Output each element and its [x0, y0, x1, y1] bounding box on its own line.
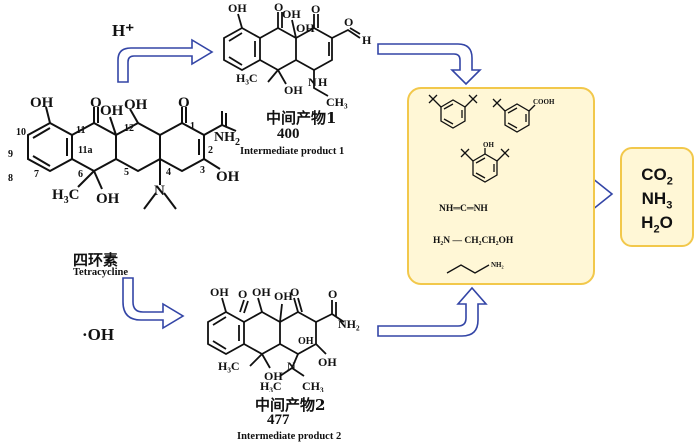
int2-atom-o-a: O	[238, 287, 247, 301]
pos-11a: 11a	[78, 145, 92, 156]
int2-atom-nh2: NH₂	[338, 317, 360, 331]
atom-oh-12: OH	[100, 103, 124, 119]
tetracycline-atom-labels: OH O OH OH O NH2 OH H3C OH N	[30, 95, 240, 207]
molecule-di-tert-butylphenol: OH	[460, 141, 510, 183]
molecule-propylamine: NH₂	[446, 261, 504, 274]
molecule-ethanolamine: H₂N — CH₂CH₂OH	[433, 236, 514, 246]
atom-o-11: O	[90, 95, 102, 111]
intermediate1-bonds	[223, 12, 361, 97]
label-cooh: COOH	[533, 98, 555, 106]
int1-atom-h3c: H₃C	[236, 71, 258, 85]
atom-h3c: H3C	[52, 187, 80, 206]
tetracycline-name-en: Tetracycline	[73, 267, 129, 278]
reagent-hydroxyl-radical: ·OH	[82, 325, 115, 344]
int2-atom-oh-d: OH	[298, 336, 314, 347]
pos-4: 4	[166, 167, 171, 178]
small-molecule-structures: COOH OH NH═C═NH H₂N — CH₂CH₂OH NH₂	[428, 94, 555, 274]
int1-atom-ch3: CH₃	[326, 95, 348, 109]
intermediate1-name-en: Intermediate product 1	[240, 146, 345, 157]
int2-atom-oh-a: OH	[252, 285, 271, 299]
tetracycline-bonds	[27, 106, 237, 210]
atom-oh-3: OH	[216, 169, 240, 185]
int2-atom-ch3-b: CH₃	[302, 379, 324, 392]
label-propylamine-nh2: NH₂	[491, 261, 504, 269]
atom-oh-6: OH	[96, 191, 120, 207]
intermediate2-name-en: Intermediate product 2	[237, 431, 342, 442]
int2-atom-o-c: O	[328, 287, 337, 301]
reagent-acid: H⁺	[112, 21, 135, 40]
int1-atom-o-ald: O	[344, 15, 353, 29]
int2-atom-ch3-a: H₃C	[260, 379, 282, 392]
pos-7: 7	[34, 169, 39, 180]
pos-10: 10	[16, 127, 26, 138]
pos-1: 1	[190, 121, 195, 132]
final-product-co2: CO2	[641, 165, 673, 188]
molecule-di-tert-butylbenzene	[428, 94, 478, 129]
int2-atom-oh-top: OH	[210, 285, 229, 299]
intermediate2-structure: OH O OH OH O O NH₂ OH OH H₃C OH N H₃C CH…	[207, 285, 360, 392]
intermediate2-name-cn: 中间产物2	[255, 396, 326, 414]
arrow-int1-to-products	[377, 43, 482, 86]
int2-atom-o-b: O	[290, 285, 299, 299]
int2-atom-oh-c: OH	[318, 355, 337, 369]
final-product-nh3: NH3	[641, 189, 673, 212]
final-product-h2o: H2O	[641, 213, 673, 236]
pos-6: 6	[78, 169, 83, 180]
intermediate2-atom-labels: OH O OH OH O O NH₂ OH OH H₃C OH N H₃C CH…	[210, 285, 360, 392]
int1-atom-o-ring: O	[311, 2, 320, 16]
tetracycline-name-cn: 四环素	[73, 251, 119, 269]
pos-12: 12	[124, 123, 134, 134]
int1-atom-oh-b: OH	[296, 21, 315, 35]
intermediate1-atom-labels: OH O OH OH O O H H₃C OH N H CH₃	[228, 2, 372, 109]
pos-5: 5	[124, 167, 129, 178]
int1-atom-h-ald: H	[362, 33, 372, 47]
intermediate2-mass: 477	[267, 412, 290, 428]
int1-atom-oh: OH	[284, 83, 303, 97]
label-phenol-oh: OH	[483, 141, 494, 149]
atom-nh2: NH2	[214, 130, 240, 148]
small-molecule-products-box	[407, 87, 595, 285]
intermediate1-mass: 400	[277, 126, 300, 142]
intermediate2-bonds	[207, 297, 345, 377]
pos-3: 3	[200, 165, 205, 176]
atom-oh-12a: OH	[124, 97, 148, 113]
tetracycline-position-numbers: 10 9 8 7 6 5 4 3 2 1 11 12 11a	[8, 121, 213, 184]
pos-9: 9	[8, 149, 13, 160]
pos-2: 2	[208, 145, 213, 156]
arrow-acid-pathway	[117, 38, 214, 83]
intermediate1-name-cn: 中间产物1	[266, 109, 337, 127]
arrow-radical-pathway	[122, 277, 185, 330]
int1-atom-n-h: H	[318, 75, 328, 89]
int1-atom-oh-a: OH	[282, 7, 301, 21]
final-mineralization-products: CO2 NH3 H2O	[620, 147, 694, 247]
int2-atom-oh-e: OH	[264, 369, 283, 383]
atom-o-1: O	[178, 95, 190, 111]
atom-oh-10: OH	[30, 95, 54, 111]
pos-11: 11	[76, 125, 85, 136]
arrow-int2-to-products	[377, 286, 488, 337]
pos-8: 8	[8, 173, 13, 184]
int2-atom-h3c: H₃C	[218, 359, 240, 373]
int1-atom-o: O	[274, 2, 283, 14]
atom-n-4: N	[154, 183, 165, 199]
int2-atom-oh-b: OH	[274, 289, 293, 303]
int1-atom-oh-top: OH	[228, 2, 247, 15]
molecule-tert-butylbenzoic-acid: COOH	[492, 98, 555, 133]
tetracycline-structure: OH O OH OH O NH2 OH H3C OH N 10 9 8 7 6 …	[8, 95, 240, 210]
int1-atom-n: N	[308, 75, 317, 89]
intermediate1-structure: OH O OH OH O O H H₃C OH N H CH₃	[223, 2, 372, 109]
molecule-carbodiimide: NH═C═NH	[439, 204, 488, 214]
int2-atom-n: N	[287, 359, 296, 373]
